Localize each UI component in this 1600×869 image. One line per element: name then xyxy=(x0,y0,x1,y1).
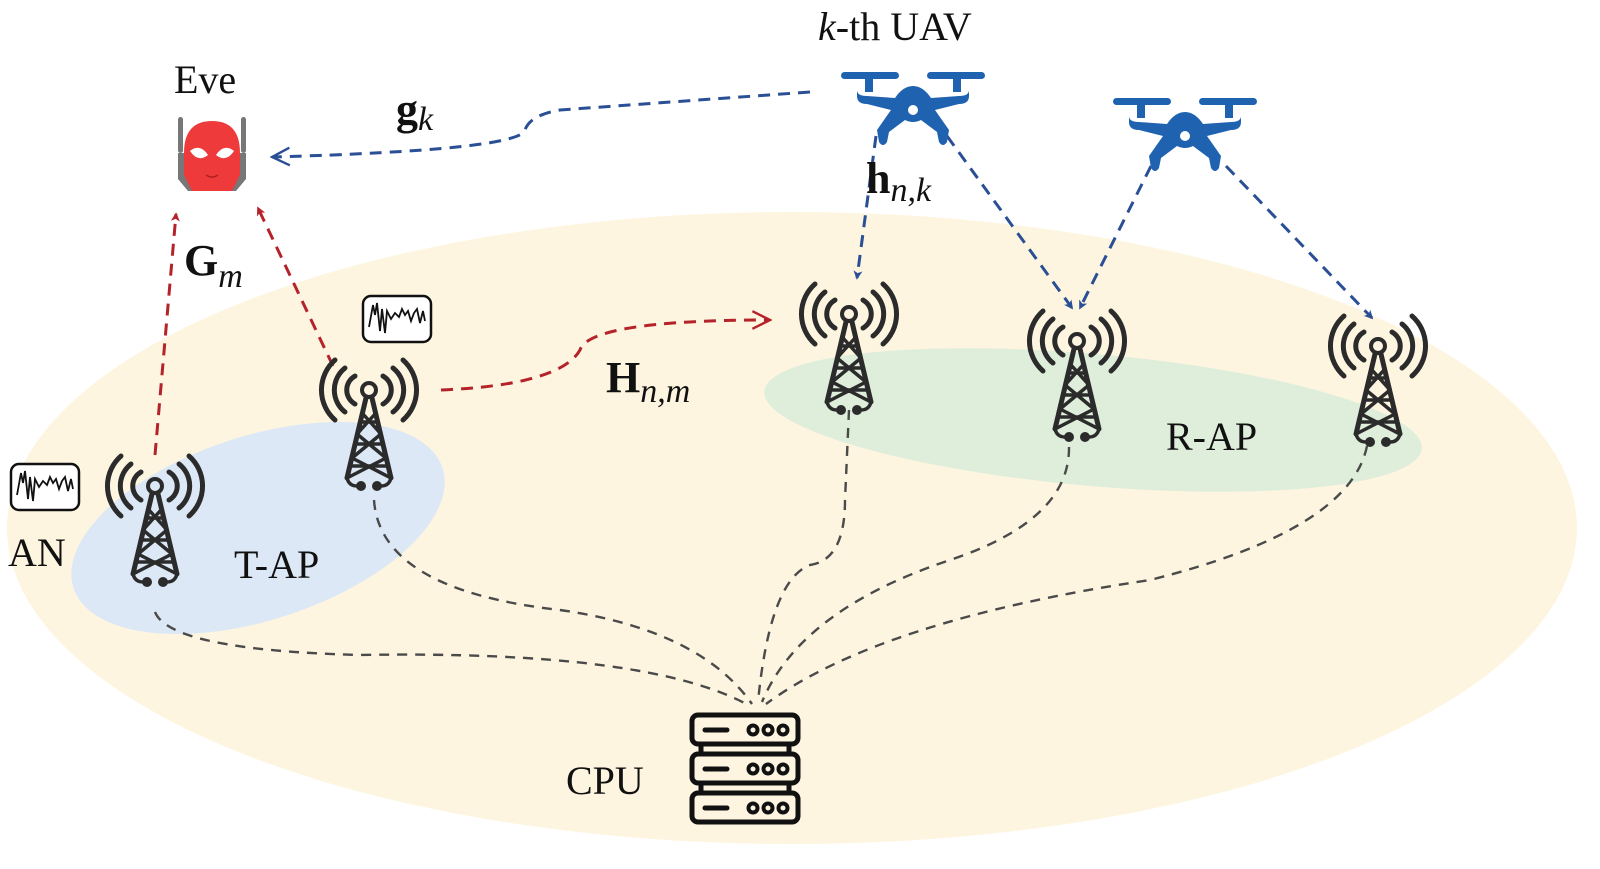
t-ap-label: T-AP xyxy=(234,542,319,587)
link-G-m-tap xyxy=(256,206,335,367)
channel-label-g-k: gk xyxy=(396,85,434,138)
fronthaul-link xyxy=(765,445,1369,705)
channel-subscript: m xyxy=(218,258,243,295)
link-uav-k-rap2 xyxy=(945,135,1074,310)
noise-signal-icon-an xyxy=(9,462,81,512)
channel-symbol: G xyxy=(184,236,218,285)
link-h-nk xyxy=(853,135,878,280)
channel-symbol: g xyxy=(396,85,418,134)
an-label: AN xyxy=(8,530,66,575)
link-g-k xyxy=(272,90,811,157)
fronthaul-link xyxy=(372,499,753,705)
k-th-uav-label-text: -th UAV xyxy=(836,4,972,49)
channel-subscript: n,m xyxy=(640,373,690,410)
channel-symbol: h xyxy=(866,154,890,203)
server-rack-icon-cpu xyxy=(689,712,801,825)
channel-label-H-nm: Hn,m xyxy=(606,353,690,410)
eve-label: Eve xyxy=(174,57,236,102)
channel-symbol: H xyxy=(606,353,640,402)
fronthaul-links xyxy=(153,409,1369,708)
drone-icon-k-th-uav xyxy=(841,72,985,145)
link-H-nm xyxy=(440,320,770,392)
r-ap-cluster xyxy=(764,348,1422,492)
channel-label-G-m: Gm xyxy=(184,236,243,295)
k-th-uav-label: k-th UAV xyxy=(818,4,972,49)
link-uav2-rap3 xyxy=(1224,164,1374,320)
r-ap-label: R-AP xyxy=(1166,414,1257,459)
link-G-m-an xyxy=(153,212,180,456)
channel-subscript: k xyxy=(418,101,434,138)
k-th-uav-label-index: k xyxy=(818,4,837,49)
noise-signal-icon-tap xyxy=(361,294,433,344)
fronthaul-link xyxy=(756,409,851,703)
cpu-label: CPU xyxy=(566,758,644,803)
channel-subscript: n,k xyxy=(890,172,932,209)
link-uav2-rap2 xyxy=(1078,165,1153,310)
spy-head-icon-eve xyxy=(178,117,246,191)
drone-icon-uav-2 xyxy=(1113,98,1257,171)
channel-label-h-nk: hn,k xyxy=(866,154,932,209)
fronthaul-link xyxy=(153,611,751,708)
